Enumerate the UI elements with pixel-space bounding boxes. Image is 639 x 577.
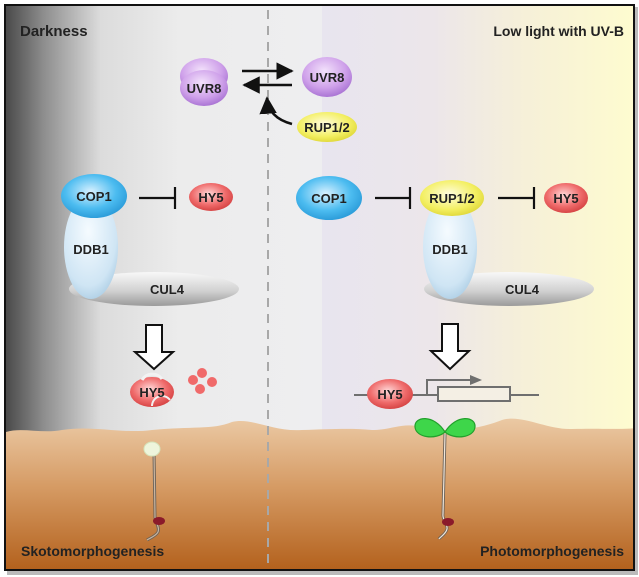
etiolated-seedling	[143, 441, 165, 542]
left-inhibition-bar	[139, 187, 177, 209]
diagram-frame: Darkness Low light with UV-B UVR8 UVR8 R…	[4, 4, 635, 571]
left-down-arrow	[132, 324, 176, 371]
uvr8-monomer-label: UVR8	[310, 70, 345, 85]
rup-promotes-arrow	[259, 96, 293, 126]
right-inhibition-bar-1	[375, 187, 412, 209]
right-hy5-bound: HY5	[367, 379, 413, 409]
rup-top-label: RUP1/2	[304, 120, 350, 135]
right-hy5-bound-label: HY5	[377, 387, 402, 402]
right-cul4-label: CUL4	[505, 282, 540, 297]
left-hy5-degraded: HY5	[130, 372, 174, 407]
uvr8-monomer: UVR8	[302, 57, 352, 97]
right-panel-title: Low light with UV-B	[493, 23, 624, 39]
right-hy5-target-label: HY5	[553, 191, 578, 206]
right-down-arrow	[428, 323, 472, 371]
left-cotyledon	[414, 418, 446, 438]
right-rup-label: RUP1/2	[429, 191, 475, 206]
left-hy5-target: HY5	[189, 183, 233, 211]
uvr8-dimer: UVR8	[180, 58, 228, 106]
left-outcome-label: Skotomorphogenesis	[21, 543, 164, 559]
right-rup: RUP1/2	[420, 180, 484, 216]
left-cop1-label: COP1	[76, 189, 111, 204]
left-cop1: COP1	[61, 174, 127, 218]
diagram-canvas: Darkness Low light with UV-B UVR8 UVR8 R…	[6, 6, 633, 569]
right-inhibition-bar-2	[498, 187, 536, 209]
right-outcome-label: Photomorphogenesis	[480, 543, 624, 559]
soil-ground	[6, 418, 633, 569]
left-hy5-target-label: HY5	[198, 190, 223, 205]
right-cotyledon	[444, 418, 476, 438]
uvr8-dimer-label: UVR8	[187, 81, 222, 96]
rup-top: RUP1/2	[297, 112, 357, 142]
left-cul4-label: CUL4	[150, 282, 185, 297]
right-cop1: COP1	[296, 176, 362, 220]
left-ddb1: DDB1	[64, 195, 118, 299]
left-hy5-degraded-label: HY5	[139, 385, 164, 400]
left-ddb1-label: DDB1	[73, 242, 108, 257]
right-ddb1-label: DDB1	[432, 242, 467, 257]
right-cop1-label: COP1	[311, 191, 346, 206]
right-hy5-target: HY5	[544, 183, 588, 213]
left-panel-title: Darkness	[20, 23, 88, 40]
right-ddb1: DDB1	[423, 195, 477, 299]
photomorphogenic-seedling	[414, 418, 476, 540]
hy5-degradation-fragments	[188, 368, 217, 394]
